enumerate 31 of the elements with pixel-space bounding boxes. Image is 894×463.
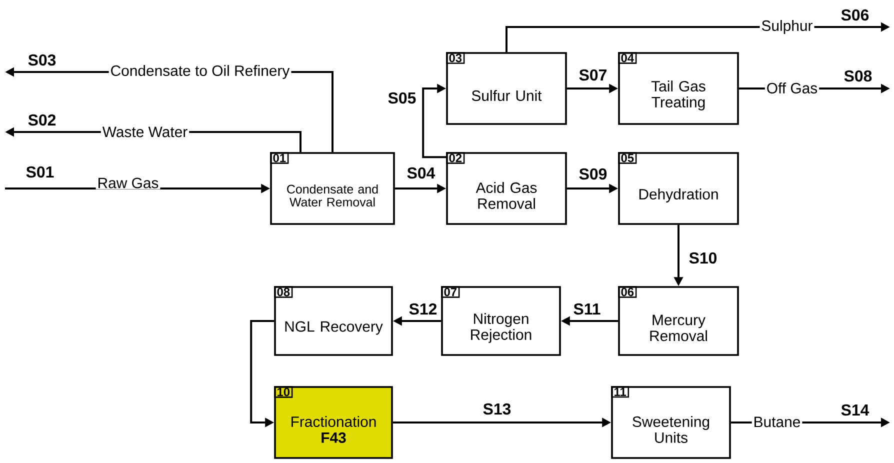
stream-label: S10 (689, 252, 717, 264)
stream-name: Sulphur (760, 19, 814, 35)
stream-label: S13 (483, 403, 511, 415)
stream-name: Butane (752, 416, 802, 428)
stream-name: Waste Water (100, 126, 190, 138)
process-box: 05 Dehydration (618, 152, 739, 225)
process-box: 08 NGL Recovery (274, 286, 393, 356)
process-box: 04 Tail Gas Treating (618, 52, 739, 125)
stream-label: S04 (407, 167, 436, 179)
arrow (422, 84, 446, 158)
stream-label: S03 (28, 54, 56, 66)
process-box: 02 Acid Gas Removal (446, 152, 567, 225)
stream-label: S09 (579, 168, 607, 180)
stream-label: S07 (579, 69, 606, 81)
stream-label: S01 (26, 166, 54, 178)
stream-label: S06 (841, 9, 869, 21)
process-box: 03 Sulfur Unit (446, 52, 567, 125)
stream-label: S14 (841, 404, 870, 416)
process-box: 11 Sweetening Units (611, 386, 731, 459)
stream-label: S05 (388, 92, 416, 104)
stream-label: S02 (28, 114, 56, 126)
process-box: 10 Fractionation F43 (274, 386, 393, 459)
stream-label: S12 (409, 303, 437, 315)
stream-name: Off Gas (764, 82, 820, 94)
process-box: 06 Mercury Removal (618, 286, 739, 356)
stream-name: Raw Gas (96, 176, 160, 190)
stream-name: Condensate to Oil Refinery (108, 64, 292, 80)
stream-label: S08 (844, 70, 872, 82)
process-box: 01 Condensate and Water Removal (270, 152, 395, 225)
stream-label: S11 (574, 303, 600, 315)
process-box: 07 Nitrogen Rejection (441, 286, 561, 356)
